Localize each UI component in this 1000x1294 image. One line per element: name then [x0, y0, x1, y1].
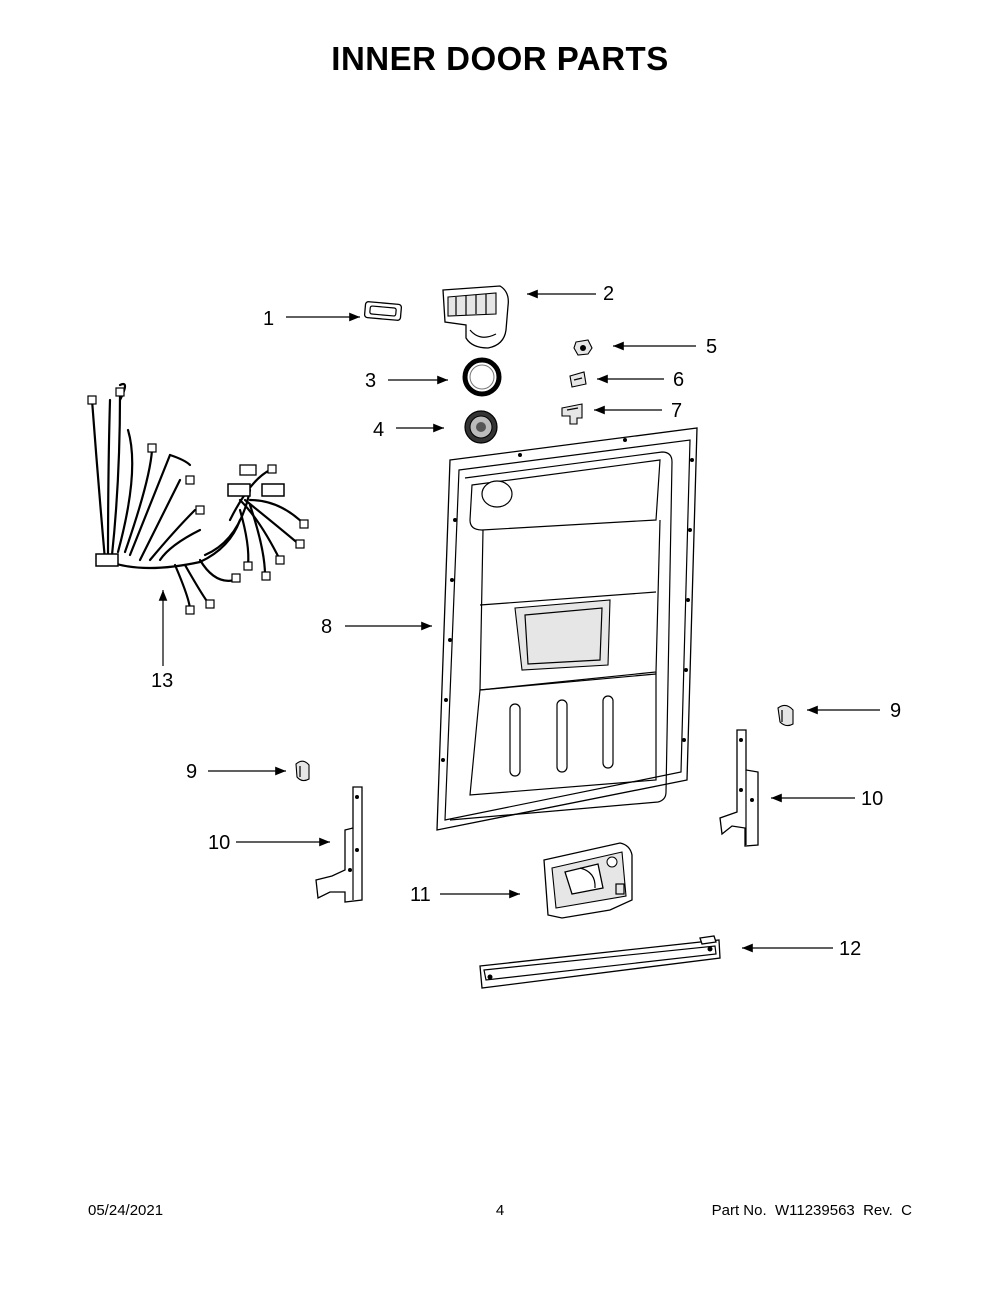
part-8-inner-door-panel[interactable] [436, 427, 698, 831]
callout-11: 11 [410, 884, 431, 906]
footer-date: 05/24/2021 [88, 1202, 164, 1219]
callout-10-left: 10 [208, 832, 230, 854]
part-7-latch[interactable] [561, 403, 583, 425]
callout-1: 1 [263, 308, 274, 330]
callout-6: 6 [673, 369, 684, 391]
part-1-gasket[interactable] [363, 301, 403, 321]
part-5-clip[interactable] [573, 339, 593, 356]
callout-3: 3 [365, 370, 376, 392]
part-6-bracket[interactable] [569, 371, 587, 388]
leader-arrows [158, 289, 880, 953]
callout-8: 8 [321, 616, 332, 638]
callout-12: 12 [839, 938, 861, 960]
footer-part-number: Part No. W11239563 Rev. C [711, 1202, 912, 1219]
part-10-hinge-left[interactable] [315, 786, 363, 903]
part-3-ring-seal[interactable] [462, 357, 502, 397]
callout-5: 5 [706, 336, 717, 358]
callout-9-left: 9 [186, 761, 197, 783]
callout-7: 7 [671, 400, 682, 422]
footer-page-number: 4 [495, 1202, 505, 1219]
part-9-clip-right[interactable] [777, 704, 794, 727]
part-9-clip-left[interactable] [295, 760, 310, 782]
page-title: INNER DOOR PARTS [331, 40, 669, 77]
part-2-vent[interactable] [442, 285, 509, 349]
part-12-rail[interactable] [479, 935, 721, 989]
callout-labels: 1 2 3 4 5 6 7 8 9 9 10 10 11 12 13 [151, 283, 901, 960]
part-13-wire-harness[interactable] [87, 382, 309, 615]
callout-9-right: 9 [890, 700, 901, 722]
part-4-nut[interactable] [464, 410, 498, 444]
part-10-hinge-right[interactable] [719, 729, 759, 847]
callout-4: 4 [373, 419, 384, 441]
callout-10-right: 10 [861, 788, 883, 810]
part-11-dispenser[interactable] [543, 842, 633, 919]
callout-2: 2 [603, 283, 614, 305]
callout-13: 13 [151, 670, 173, 692]
